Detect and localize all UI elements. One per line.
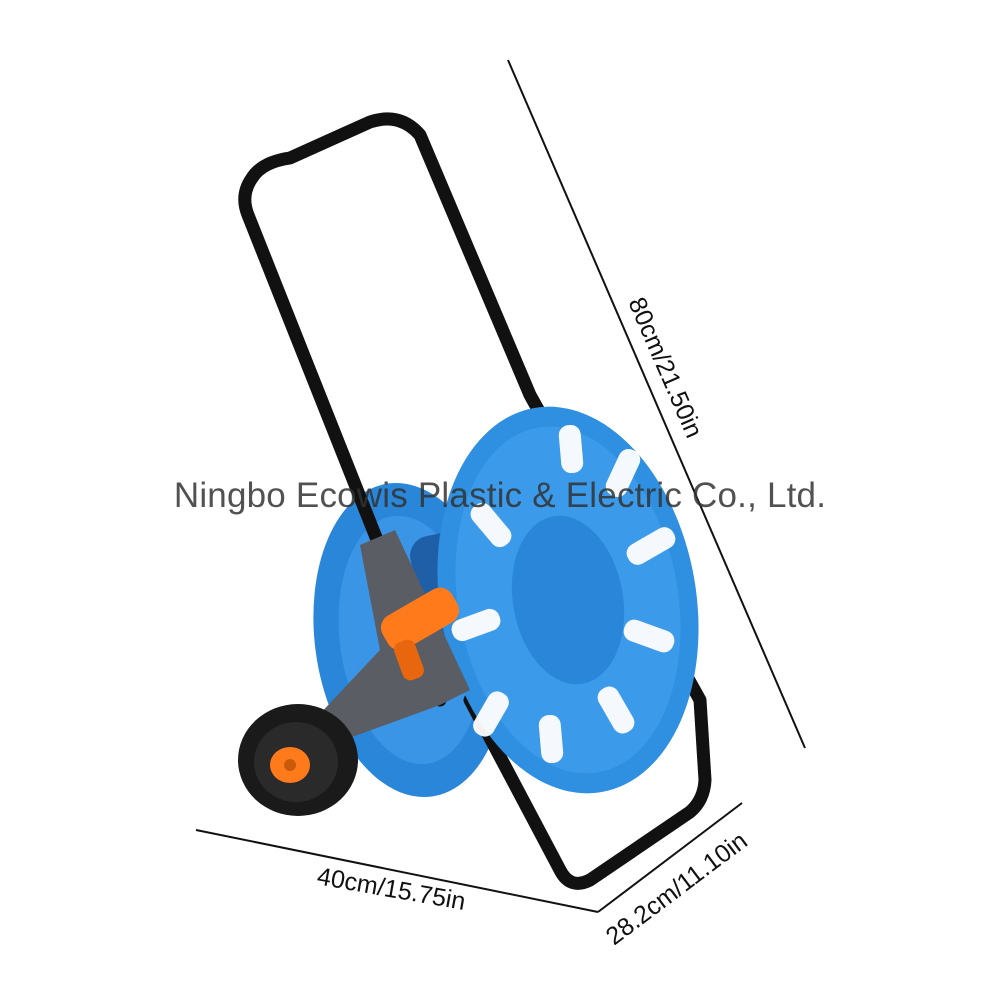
depth-dimension-label: 28.2cm/11.10in [601,827,753,951]
depth-dimension-line [597,802,743,913]
wheel [238,704,358,816]
crank-handle [380,587,460,681]
watermark-text: Ningbo Ecowis Plastic & Electric Co., Lt… [173,476,827,515]
height-dimension-label: 80cm/21.50in [622,293,708,442]
front-reel-disc [437,406,699,794]
cart-frame [238,112,712,890]
height-dimension-line [507,59,806,749]
width-dimension-line [195,829,599,913]
